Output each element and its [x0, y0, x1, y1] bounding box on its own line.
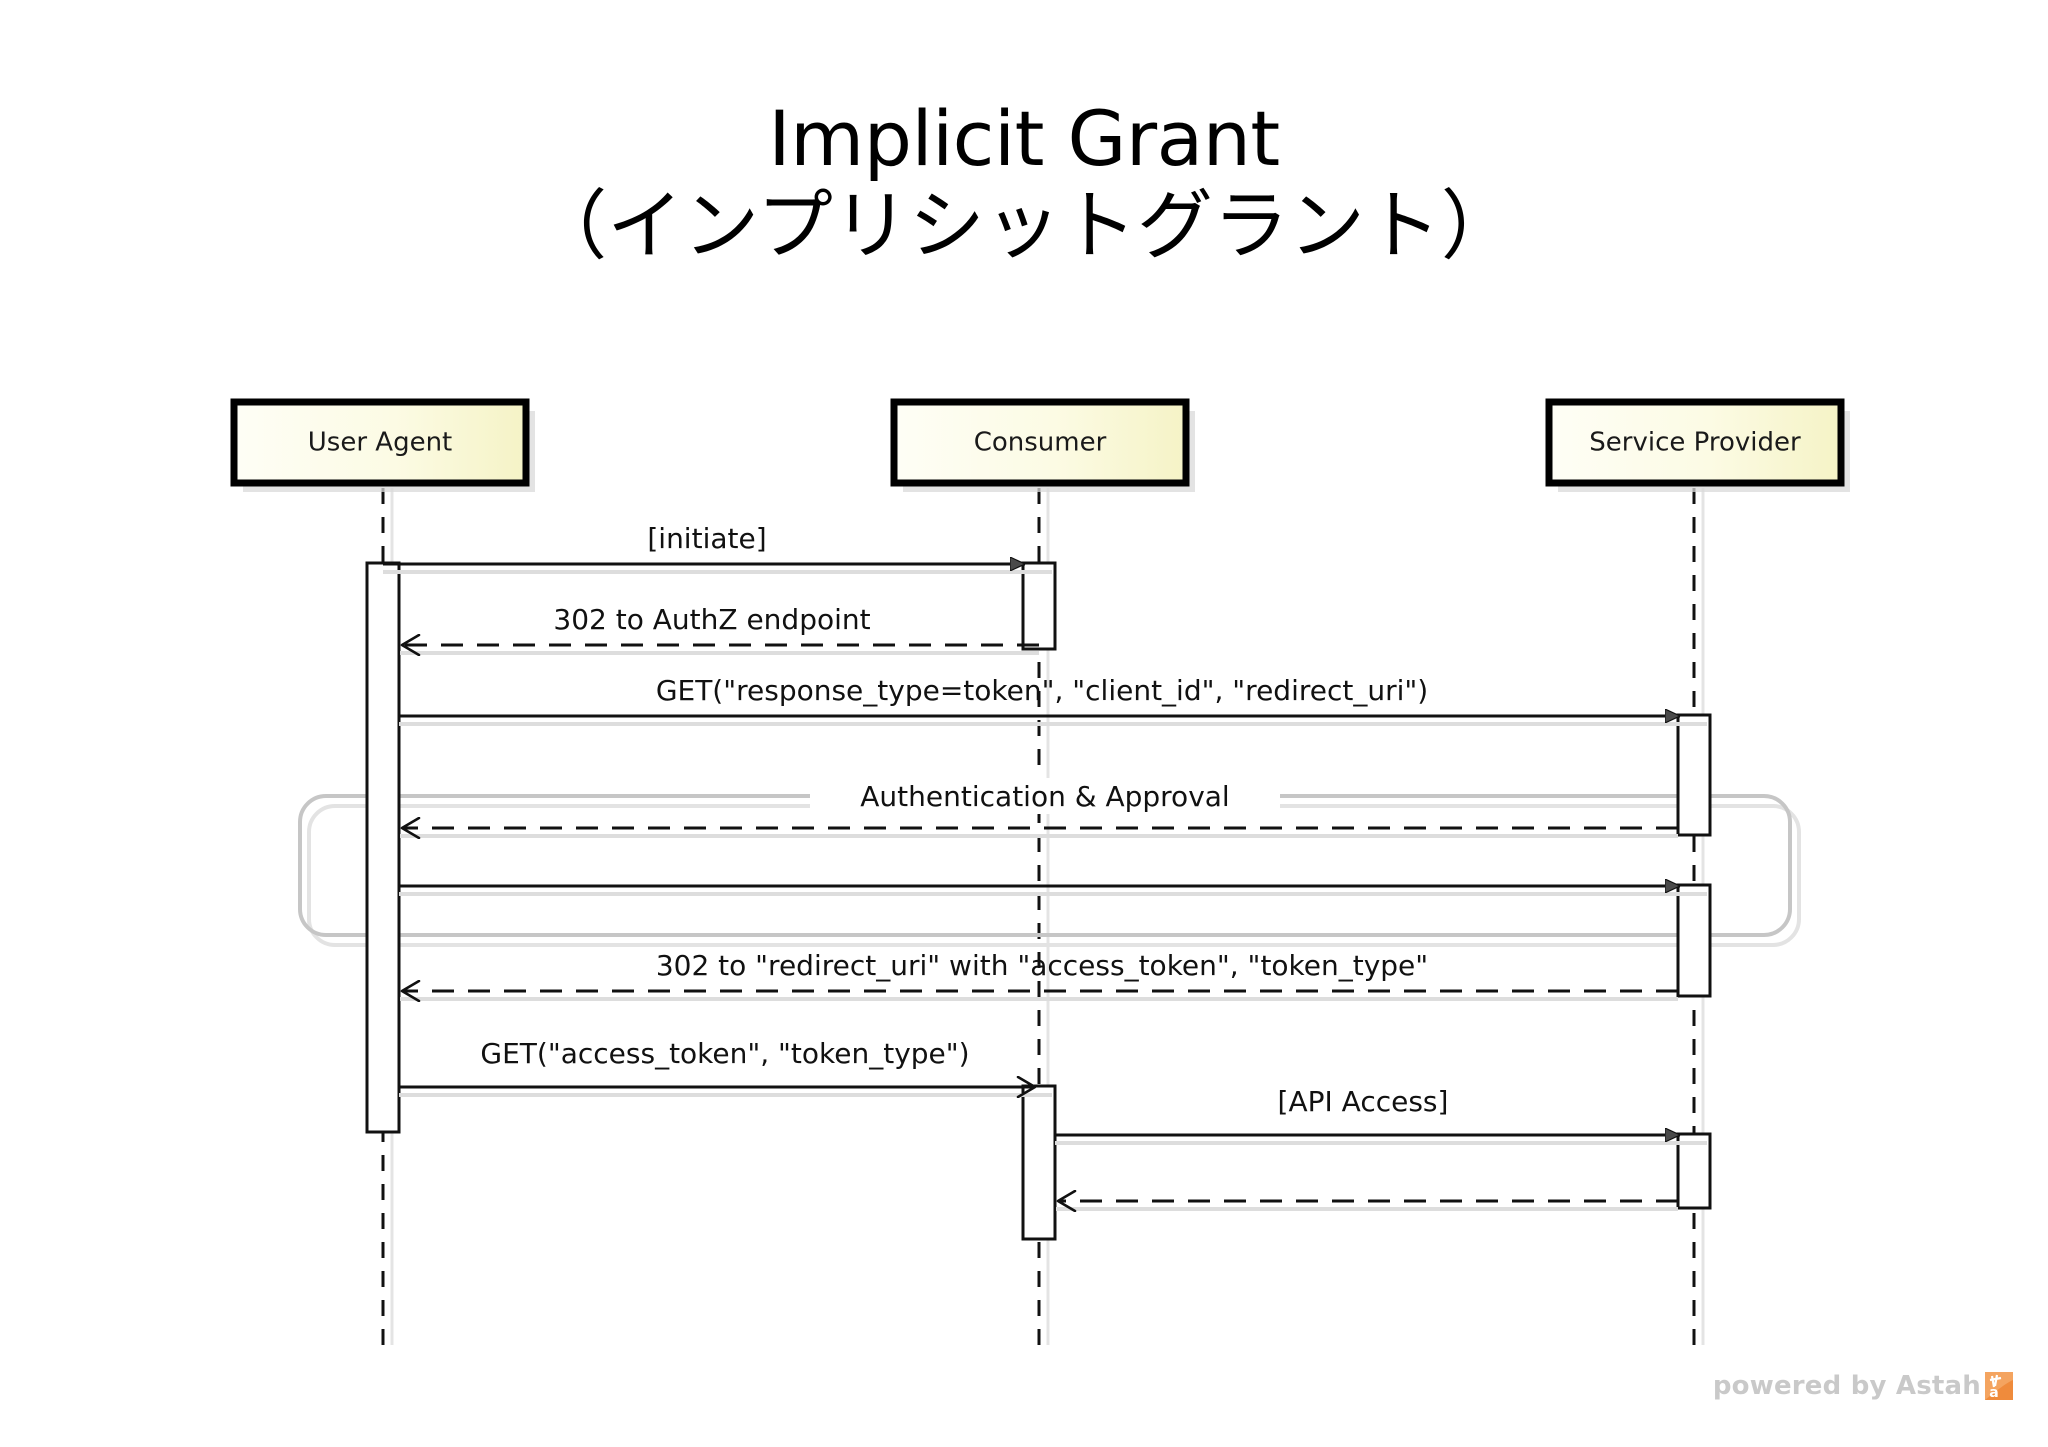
message-get-access-token: GET("access_token", "token_type")	[399, 1037, 1052, 1095]
message-label-api-access: [API Access]	[1278, 1085, 1449, 1118]
lifeline-service-provider[interactable]: Service Provider	[1545, 398, 1850, 492]
message-label-get-access-token: GET("access_token", "token_type")	[480, 1037, 969, 1070]
lifeline-box-user-agent[interactable]	[230, 398, 530, 487]
activation-bars	[365, 561, 1712, 1241]
activation-user-agent	[365, 561, 401, 1134]
message-initiate: [initiate]	[383, 522, 1052, 574]
activation-service-provider-1	[1676, 713, 1712, 837]
watermark-text: powered by Astah	[1712, 1371, 1981, 1401]
message-api-response	[1056, 1201, 1678, 1209]
lifeline-user-agent[interactable]: User Agent	[230, 398, 535, 492]
lifeline-label-consumer: Consumer	[974, 428, 1107, 458]
fragment-label: Authentication & Approval	[860, 780, 1229, 813]
svg-text:a: a	[1989, 1385, 1998, 1401]
message-label-initiate: [initiate]	[647, 522, 766, 555]
fragment-border	[298, 794, 1792, 937]
fragment-label-gap	[810, 778, 1280, 814]
astah-logo-icon: a	[1984, 1371, 2014, 1401]
fragment-authentication-approval: Authentication & Approval	[298, 778, 1801, 947]
activation-service-provider-2	[1676, 883, 1712, 998]
message-label-get-authorize: GET("response_type=token", "client_id", …	[656, 674, 1428, 707]
title-main: Implicit Grant	[768, 94, 1280, 183]
message-api-access: [API Access]	[1055, 1085, 1707, 1145]
message-redirect-authz: 302 to AuthZ endpoint	[400, 603, 1039, 653]
page-title: Implicit Grant （インプリシットグラント）	[0, 96, 2048, 268]
message-auth-challenge	[400, 828, 1678, 836]
activation-service-provider-3	[1676, 1132, 1712, 1210]
message-get-authorize: GET("response_type=token", "client_id", …	[399, 674, 1707, 726]
title-subtitle: （インプリシットグラント）	[531, 181, 1517, 271]
activation-consumer-1	[1021, 561, 1057, 651]
lifeline-consumer[interactable]: Consumer	[890, 398, 1195, 492]
message-auth-response	[399, 886, 1707, 896]
message-label-redirect-authz: 302 to AuthZ endpoint	[553, 603, 870, 636]
message-redirect-token: 302 to "redirect_uri" with "access_token…	[400, 949, 1678, 999]
messages: [initiate] 302 to AuthZ endpoint GET("re…	[383, 522, 1707, 1209]
lifeline-box-service-provider[interactable]	[1545, 398, 1845, 487]
lifeline-label-user-agent: User Agent	[308, 428, 453, 458]
astah-watermark: powered by Astah a	[1713, 1371, 2014, 1401]
lifeline-label-service-provider: Service Provider	[1589, 428, 1801, 458]
lifeline-box-consumer[interactable]	[890, 398, 1190, 487]
message-label-redirect-token: 302 to "redirect_uri" with "access_token…	[656, 949, 1428, 982]
activation-consumer-2	[1021, 1084, 1057, 1241]
